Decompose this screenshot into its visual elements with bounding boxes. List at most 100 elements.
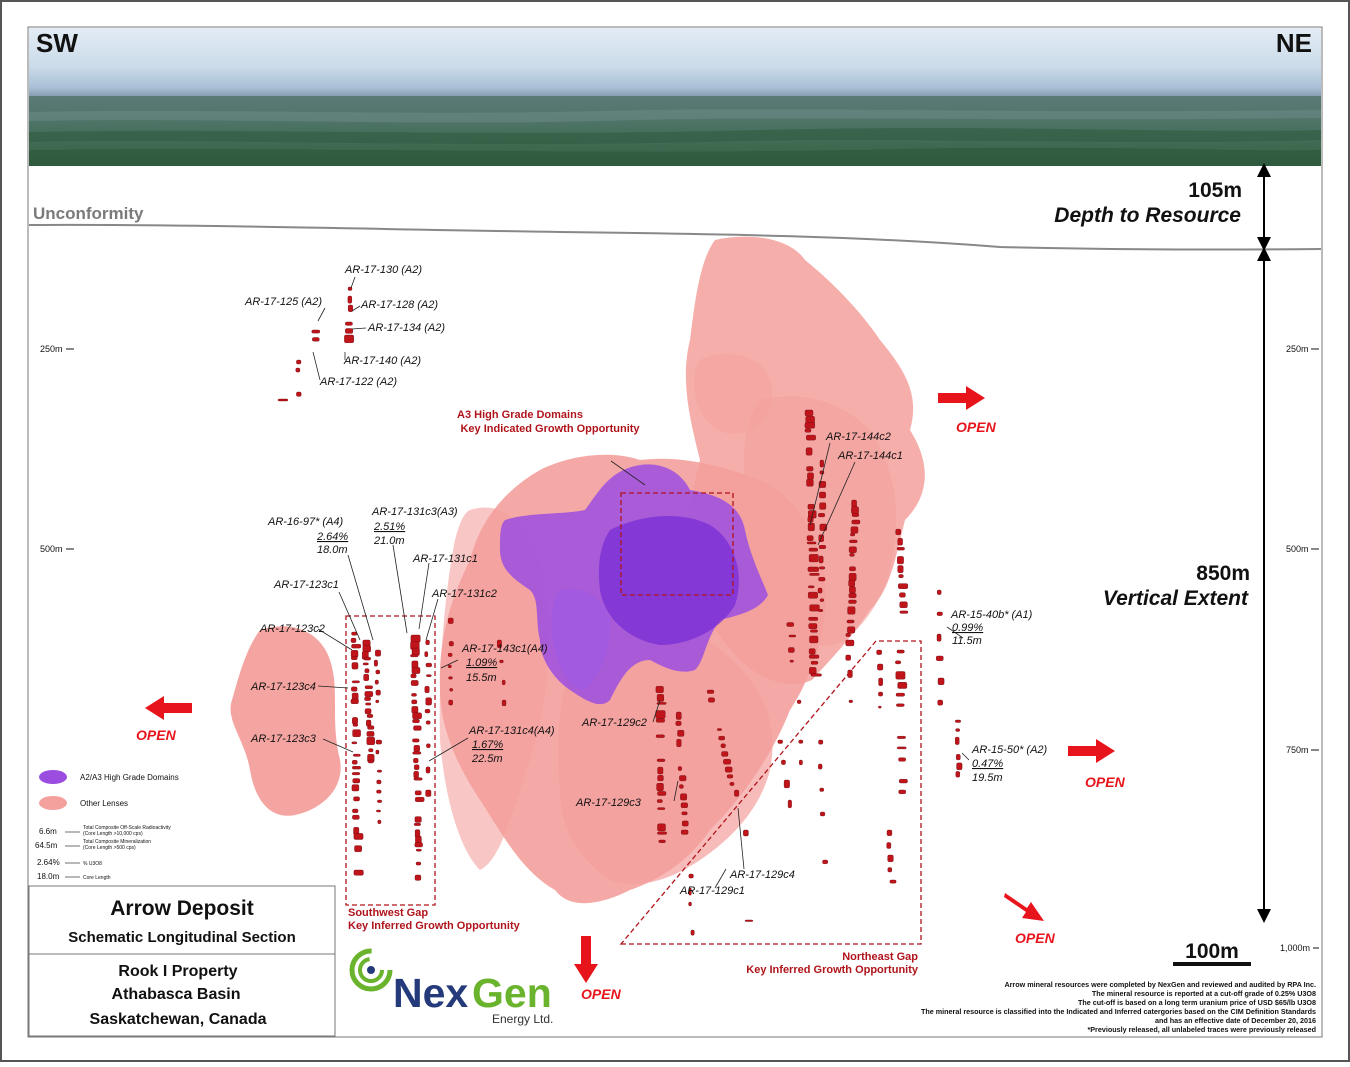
- legend-k4-text: Core Length: [83, 875, 111, 881]
- drill-hole-intercept: [721, 751, 729, 757]
- high-grade-domains: [500, 464, 768, 705]
- drill-hole-intercept: [851, 499, 857, 508]
- drill-hole-intercept: [655, 686, 664, 693]
- drill-hole-intercept: [497, 639, 502, 648]
- logo-nex: Nex: [393, 970, 468, 1016]
- drill-hole-intercept: [364, 696, 371, 701]
- legend-k2-text2: (Core Length >500 cps): [83, 845, 136, 851]
- drill-hole-intercept: [955, 771, 960, 778]
- label-ar17-130: AR-17-130 (A2): [344, 264, 422, 276]
- title-text: Arrow Deposit: [110, 897, 254, 920]
- drill-hole-intercept: [895, 692, 905, 697]
- drill-hole-intercept: [848, 699, 853, 703]
- drill-hole-intercept: [376, 779, 382, 785]
- drill-hole-intercept: [804, 422, 816, 429]
- label-ar17-125: AR-17-125 (A2): [244, 296, 322, 308]
- drill-hole-intercept: [425, 639, 430, 646]
- drill-hole-intercept: [365, 702, 372, 706]
- drill-hole-intercept: [362, 645, 371, 653]
- drill-hole-intercept: [413, 725, 422, 731]
- drill-hole-intercept: [412, 738, 420, 743]
- drill-hole-intercept: [797, 699, 802, 704]
- drill-hole-intercept: [374, 679, 379, 685]
- drill-hole-intercept: [810, 661, 819, 665]
- drill-hole-intercept: [798, 739, 804, 744]
- drill-hole-intercept: [818, 763, 823, 770]
- ne-gap-line1: Northeast Gap: [842, 951, 918, 963]
- drill-hole-intercept: [376, 809, 381, 813]
- drill-hole-intercept: [295, 367, 301, 373]
- ne-label: NE: [1276, 28, 1312, 58]
- drill-hole-intercept: [899, 610, 909, 614]
- drill-hole-intercept: [350, 637, 357, 643]
- drill-hole-intercept: [899, 601, 908, 608]
- drill-hole-intercept: [413, 777, 423, 781]
- tick-right-250: 250m: [1286, 344, 1309, 354]
- legend-k2-val: 64.5m: [35, 841, 58, 850]
- drill-hole-intercept: [708, 697, 715, 703]
- drill-hole-intercept: [675, 720, 682, 726]
- open-arrow-se: OPEN: [1004, 893, 1056, 946]
- drill-hole-intercept: [681, 811, 688, 816]
- legend-k1-text1: Total Composite Off-Scale Radioactivity: [83, 825, 171, 831]
- drill-hole-intercept: [809, 654, 820, 659]
- drill-hole-intercept: [657, 831, 667, 835]
- label-ar17-129c2: AR-17-129c2: [581, 717, 647, 729]
- drill-hole-intercept: [819, 502, 827, 510]
- tick-right-750: 750m: [1286, 745, 1309, 755]
- drill-hole-intercept: [845, 654, 851, 661]
- label-ar17-129c4: AR-17-129c4: [729, 869, 795, 881]
- drill-hole-intercept: [366, 714, 374, 718]
- drill-hole-intercept: [657, 791, 667, 796]
- svg-text:OPEN: OPEN: [956, 419, 997, 435]
- drill-hole-intercept: [350, 698, 359, 704]
- tick-right-500: 500m: [1286, 544, 1309, 554]
- drill-hole-intercept: [362, 662, 369, 666]
- drill-hole-intercept: [807, 472, 814, 480]
- drill-hole-intercept: [937, 699, 943, 706]
- drill-hole-intercept: [895, 671, 906, 680]
- tick-left-250: 250m: [40, 344, 63, 354]
- drill-hole-intercept: [447, 664, 452, 669]
- drill-hole-intercept: [656, 783, 664, 791]
- drill-hole-intercept: [804, 409, 814, 417]
- drill-hole-intercept: [897, 565, 904, 573]
- drill-hole-intercept: [818, 545, 827, 549]
- drill-hole-intercept: [502, 679, 506, 686]
- note-2: The mineral resource is reported at a cu…: [1092, 989, 1316, 998]
- drill-hole-intercept: [818, 739, 824, 745]
- label-ar15-50: AR-15-50* (A2): [971, 744, 1048, 756]
- drill-hole-intercept: [818, 609, 824, 612]
- drill-hole-intercept: [414, 816, 422, 823]
- drill-hole-intercept: [448, 699, 453, 706]
- drill-hole-intercept: [886, 842, 892, 849]
- tick-right-1000: 1,000m: [1280, 943, 1310, 953]
- drill-hole-intercept: [807, 522, 815, 532]
- drill-hole-intercept: [805, 447, 813, 456]
- drill-hole-intercept: [690, 929, 695, 936]
- drill-hole-intercept: [425, 662, 432, 668]
- drill-hole-intercept: [375, 689, 381, 696]
- drill-hole-intercept: [366, 719, 372, 727]
- drill-hole-intercept: [849, 539, 858, 543]
- drill-hole-intercept: [848, 546, 857, 553]
- drill-hole-intercept: [412, 751, 422, 755]
- drill-hole-intercept: [366, 736, 375, 745]
- drill-hole-intercept: [809, 573, 820, 576]
- note-6: *Previously released, all unlabeled trac…: [1087, 1025, 1316, 1034]
- drill-hole-intercept: [819, 787, 825, 792]
- drill-hole-intercept: [410, 673, 417, 679]
- drill-hole-intercept: [806, 434, 816, 441]
- drill-hole-intercept: [808, 591, 818, 599]
- drill-hole-intercept: [889, 879, 897, 884]
- drill-hole-intercept: [375, 749, 380, 755]
- legend-high-grade: A2/A3 High Grade Domains: [80, 773, 179, 782]
- drill-hole-intercept: [822, 859, 829, 864]
- drill-hole-intercept: [936, 633, 942, 642]
- label-ar17-144c1: AR-17-144c1: [837, 450, 903, 462]
- nexgen-logo: Nex Gen Energy Ltd.: [349, 948, 553, 1026]
- drill-hole-intercept: [351, 686, 358, 692]
- sw-gap-line1: Southwest Gap: [348, 907, 428, 919]
- drill-hole-intercept: [896, 746, 907, 750]
- unconformity-label: Unconformity: [33, 204, 144, 223]
